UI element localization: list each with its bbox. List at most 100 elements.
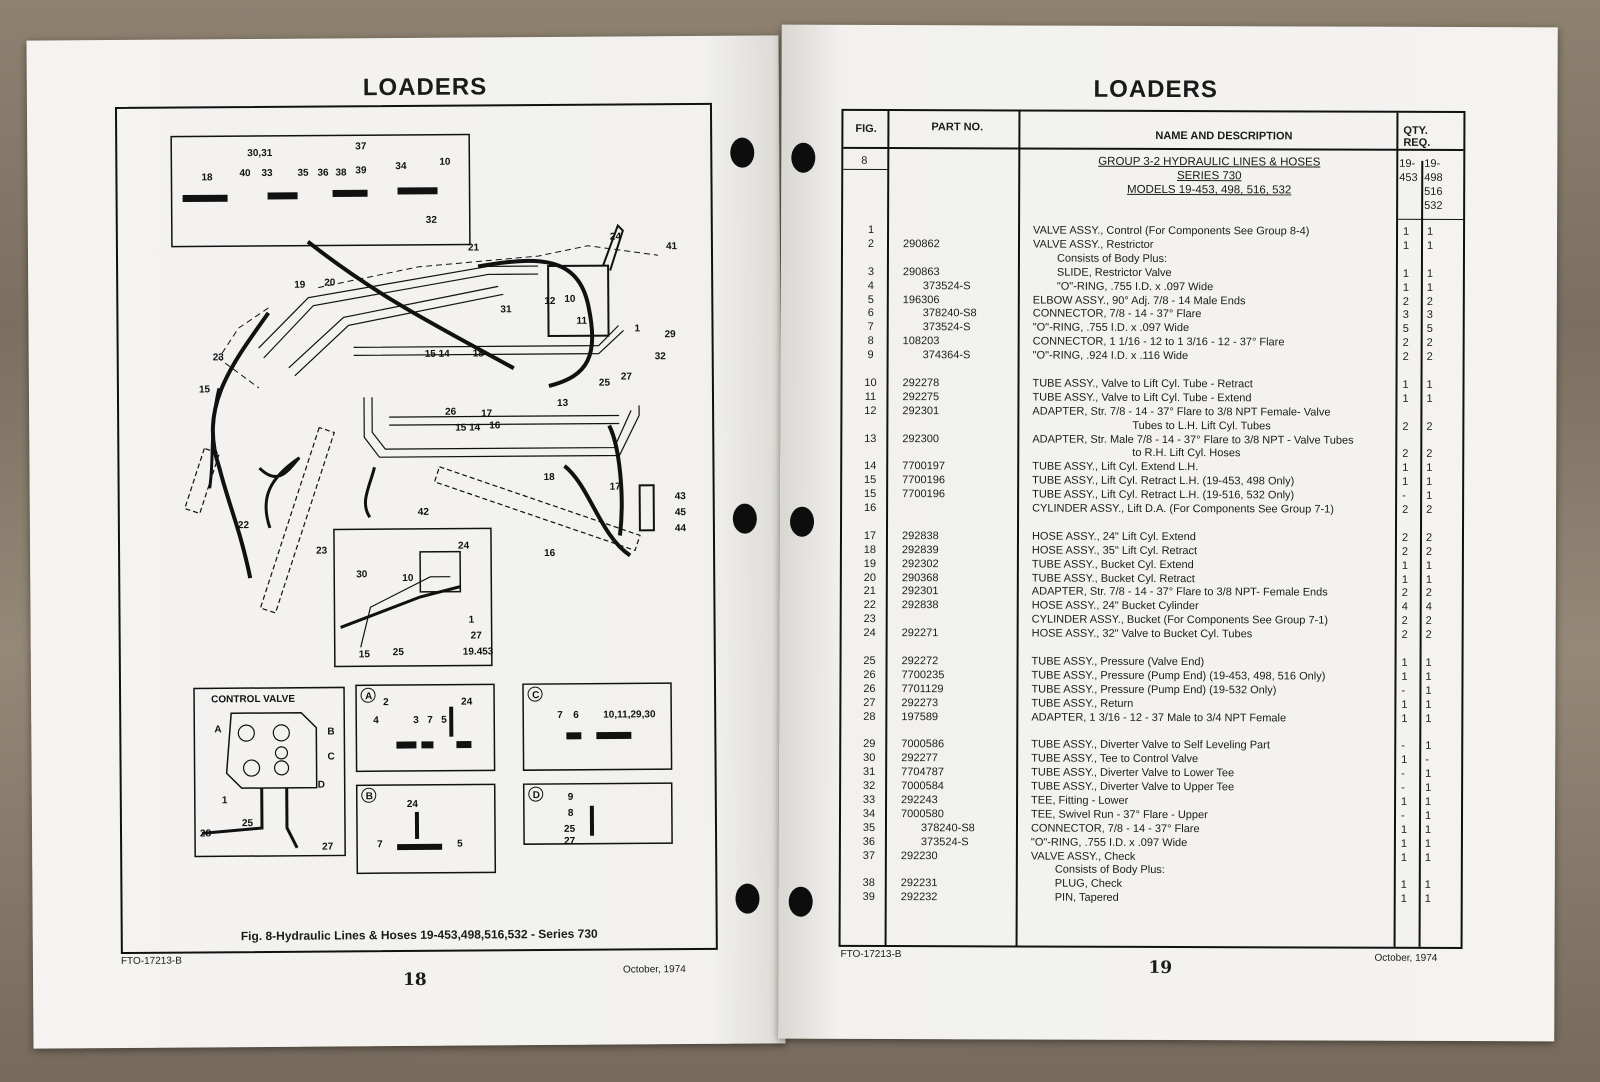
part-number: 108203 — [902, 335, 940, 348]
inset-callout-label: 7 — [557, 710, 563, 721]
fittings-inset-box — [170, 133, 471, 248]
qty-19-453: 1 — [1400, 893, 1407, 906]
callout-label: 32 — [655, 351, 667, 362]
part-number: 292838 — [901, 599, 939, 612]
qty-19-453: 1 — [1401, 795, 1408, 808]
fig-number: 37 — [862, 849, 876, 862]
detail-c-inset — [522, 682, 673, 771]
inset-box — [333, 527, 493, 668]
description: VALVE ASSY., Restrictor — [1032, 238, 1154, 251]
part-number: 378240-S8 — [920, 821, 975, 835]
description: CONNECTOR, 7/8 - 14 - 37° Flare — [1030, 822, 1200, 835]
detail-a-inset — [355, 683, 496, 773]
callout-label: 10 — [439, 157, 451, 168]
binder-hole — [735, 883, 760, 914]
qty-19-453: 2 — [1402, 350, 1409, 363]
part-number: 373524-S — [922, 279, 971, 292]
description: HOSE ASSY., 32" Valve to Bucket Cyl. Tub… — [1031, 627, 1253, 641]
fig-number: 11 — [864, 390, 877, 403]
qty-19-453: 4 — [1401, 601, 1408, 614]
callout-label: 23 — [213, 352, 225, 363]
callout-label: 33 — [261, 168, 273, 179]
group-underline — [843, 168, 888, 171]
inset-callout-label: A — [214, 724, 221, 735]
detail-tag: A — [365, 691, 372, 702]
qty-19-453: 2 — [1401, 628, 1408, 641]
inset-callout-label: 9 — [568, 792, 574, 803]
fig-number: 36 — [862, 835, 876, 848]
fig-number: 24 — [863, 627, 876, 640]
callout-label: 25 — [599, 378, 611, 389]
description: "O"-RING, .755 I.D. x .097 Wide — [1056, 280, 1214, 293]
detail-tag-circle — [527, 686, 543, 702]
qty-19-453: 2 — [1402, 503, 1409, 516]
group-title: GROUP 3-2 HYDRAULIC LINES & HOSES — [1098, 155, 1321, 169]
qty-19-498-516-532: 1 — [1426, 267, 1434, 280]
qty-column-1-header: 19- 453 — [1399, 157, 1417, 185]
part-number: 373524-S — [922, 321, 971, 334]
group-fig-number: 8 — [861, 154, 868, 167]
description: TUBE ASSY., Valve to Lift Cyl. Tube - Ex… — [1032, 391, 1252, 405]
fig-number: 4 — [867, 279, 874, 292]
qty-19-498-516-532: 2 — [1426, 503, 1433, 516]
description: Consists of Body Plus: — [1054, 863, 1165, 877]
callout-label: 15 14 — [455, 422, 481, 433]
qty-19-498-516-532: 5 — [1426, 323, 1433, 336]
callout-label: 13 — [557, 398, 569, 409]
callout-label: 1 — [469, 615, 475, 626]
inset-callout-label: 4 — [373, 715, 379, 726]
detail-tag-circle — [528, 786, 544, 802]
qty-19-453: - — [1400, 809, 1405, 822]
qty-19-453: 1 — [1403, 225, 1410, 238]
inset-callout-label: 27 — [564, 836, 576, 847]
description: TUBE ASSY., Pressure (Valve End) — [1031, 655, 1205, 669]
fig-number: 12 — [864, 404, 877, 417]
qty-19-498-516-532: 4 — [1425, 601, 1432, 614]
callout-label: 20 — [324, 277, 336, 288]
inset-callout-label: 6 — [573, 710, 579, 721]
fig-number: 18 — [863, 543, 877, 556]
qty-19-453: 2 — [1402, 337, 1409, 350]
qty-19-498-516-532: 2 — [1426, 337, 1433, 350]
callout-label: 23 — [316, 546, 328, 557]
qty-col2-line: 19- — [1424, 157, 1441, 170]
qty-19-498-516-532: 1 — [1426, 239, 1434, 252]
fig-number: 28 — [863, 710, 876, 723]
fig-number: 7 — [867, 321, 874, 334]
qty-19-498-516-532: 1 — [1426, 489, 1433, 503]
inset-callout-label: 27 — [322, 842, 334, 853]
date: October, 1974 — [622, 964, 686, 976]
header-qty: QTY. REQ. — [1403, 124, 1431, 149]
callout-label: 39 — [355, 165, 367, 176]
header-divider — [843, 146, 1464, 152]
qty-19-498-516-532: 1 — [1425, 656, 1432, 669]
qty-19-453: 2 — [1402, 448, 1409, 461]
qty-19-453: 1 — [1400, 879, 1407, 892]
qty-19-498-516-532: 1 — [1425, 670, 1432, 683]
description: CYLINDER ASSY., Bucket (For Components S… — [1031, 613, 1329, 627]
callout-label: 17 — [610, 481, 622, 492]
description: TUBE ASSY., Diverter Valve to Lower Tee — [1031, 766, 1235, 780]
inset-callout-label: 1 — [222, 795, 228, 806]
detail-d-inset — [522, 782, 673, 845]
detail-tag-circle — [360, 687, 376, 703]
description: ADAPTER, Str. Male 7/8 - 14 - 37° Flare … — [1032, 433, 1354, 447]
qty-19-498-516-532: 1 — [1426, 476, 1433, 489]
part-number: 7700196 — [902, 488, 945, 501]
fig-number: 2 — [867, 237, 875, 250]
part-number: 290862 — [902, 237, 940, 251]
qty-19-453: 1 — [1400, 823, 1408, 836]
callout-label: 34 — [395, 161, 407, 172]
qty-19-498-516-532: 1 — [1425, 573, 1432, 586]
fig-number: 8 — [867, 335, 874, 348]
qty-19-453: - — [1401, 781, 1405, 794]
qty-19-498-516-532: 1 — [1425, 767, 1432, 781]
description: TUBE ASSY., Diverter Valve to Upper Tee — [1031, 780, 1235, 794]
qty-header-divider — [1396, 218, 1464, 221]
inset-callout-label: 8 — [568, 808, 574, 819]
callout-label: 30 — [356, 569, 368, 580]
fig-number: 16 — [863, 501, 877, 514]
qty-19-498-516-532: 1 — [1426, 281, 1434, 294]
